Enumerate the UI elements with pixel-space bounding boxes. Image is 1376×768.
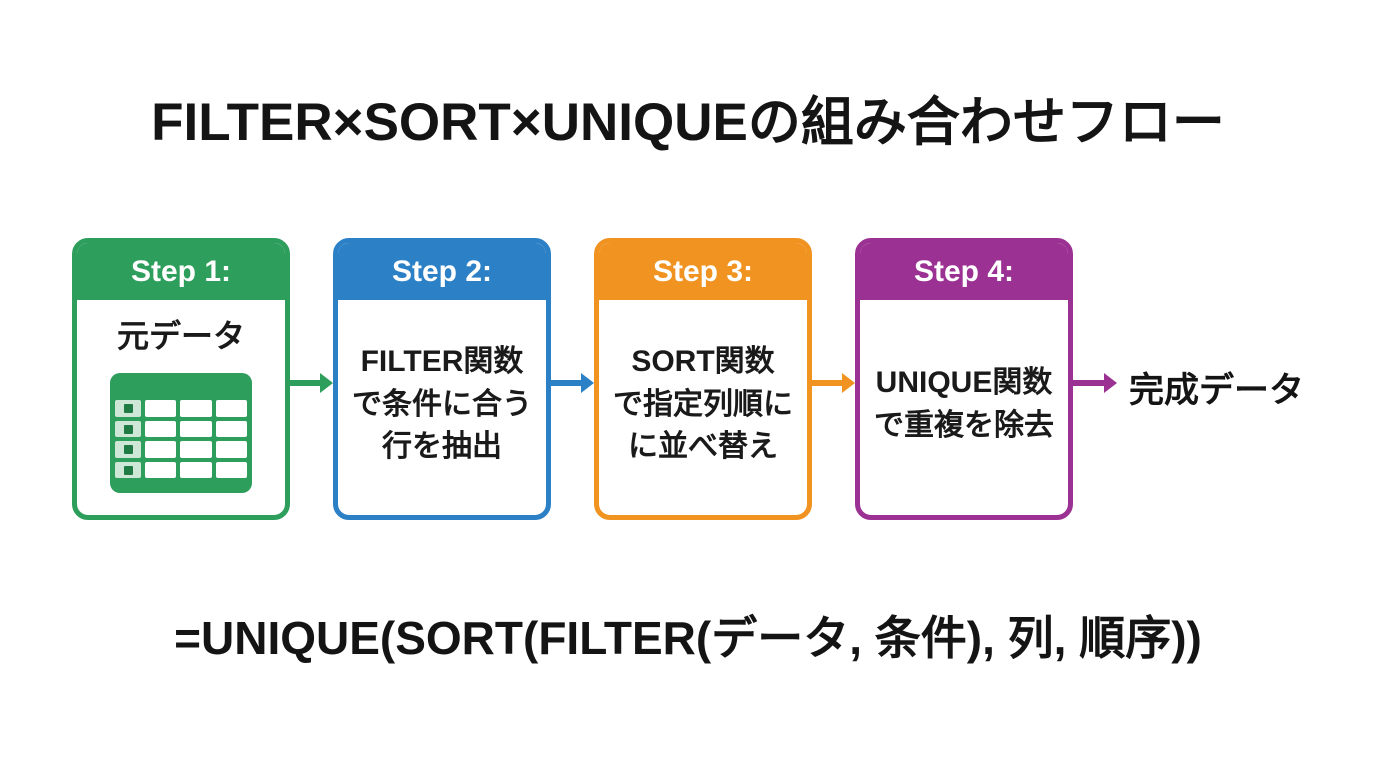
arrow-right-icon bbox=[1073, 373, 1117, 393]
flow-step-1: Step 1: 元データ bbox=[72, 238, 290, 520]
table-icon-cell bbox=[145, 441, 177, 458]
flow-step-4: Step 4: UNIQUE関数 で重複を除去 bbox=[855, 238, 1073, 520]
table-icon-cell bbox=[145, 461, 177, 479]
table-icon-cell bbox=[180, 441, 212, 458]
step-3-line: に並べ替え bbox=[628, 430, 778, 464]
arrow-head bbox=[320, 373, 333, 393]
formula-text: =UNIQUE(SORT(FILTER(データ, 条件), 列, 順序)) bbox=[174, 612, 1202, 664]
step-1-header: Step 1: bbox=[77, 243, 285, 300]
step-2-line: FILTER関数 bbox=[360, 345, 524, 379]
table-icon-cell bbox=[145, 400, 177, 417]
flow-step-3: Step 3: SORT関数 で指定列順に に並べ替え bbox=[594, 238, 812, 520]
table-icon-cell bbox=[215, 461, 247, 479]
table-icon-row-header bbox=[115, 461, 141, 479]
arrow-head bbox=[1104, 373, 1117, 393]
table-icon-cell bbox=[180, 461, 212, 479]
table-icon-cell bbox=[180, 420, 212, 438]
table-icon-cell bbox=[215, 400, 247, 417]
flow-arrow-4 bbox=[1073, 238, 1117, 520]
table-icon-cell bbox=[180, 400, 212, 417]
step-2-line: で条件に合う bbox=[352, 387, 532, 421]
result-label: 完成データ bbox=[1129, 370, 1305, 410]
flow-arrow-1 bbox=[290, 238, 333, 520]
step-4-body: UNIQUE関数 で重複を除去 bbox=[860, 300, 1068, 510]
table-icon-cell bbox=[145, 420, 177, 438]
table-icon-marker bbox=[123, 445, 133, 455]
table-icon-marker bbox=[123, 465, 133, 475]
step-2-body: FILTER関数 で条件に合う 行を抽出 bbox=[338, 300, 546, 510]
step-3-header: Step 3: bbox=[599, 243, 807, 300]
table-icon-marker bbox=[123, 404, 133, 414]
table-icon-row-header bbox=[115, 400, 141, 417]
arrow-line bbox=[812, 380, 843, 386]
step-3-line: SORT関数 bbox=[631, 345, 775, 379]
flow-row: Step 1: 元データ bbox=[72, 238, 1304, 528]
table-icon-cell bbox=[215, 420, 247, 438]
table-icon-row-header bbox=[115, 441, 141, 458]
table-icon-row-header bbox=[115, 420, 141, 438]
step-4-line: で重複を除去 bbox=[874, 409, 1054, 442]
arrow-line bbox=[1073, 380, 1105, 386]
table-icon-cell bbox=[215, 441, 247, 458]
arrow-line bbox=[551, 380, 582, 386]
table-icon-grid bbox=[115, 400, 247, 479]
flow-arrow-3 bbox=[812, 238, 855, 520]
step-1-body: 元データ bbox=[77, 300, 285, 510]
table-icon bbox=[110, 373, 252, 494]
arrow-right-icon bbox=[551, 373, 594, 393]
page-title: FILTER×SORT×UNIQUEの組み合わせフロー bbox=[151, 93, 1225, 152]
flow-arrow-2 bbox=[551, 238, 594, 520]
arrow-right-icon bbox=[290, 373, 333, 393]
step-4-line: UNIQUE関数 bbox=[875, 366, 1053, 400]
step-3-body: SORT関数 で指定列順に に並べ替え bbox=[599, 300, 807, 510]
arrow-head bbox=[842, 373, 855, 393]
arrow-right-icon bbox=[812, 373, 855, 393]
step-4-header: Step 4: bbox=[860, 243, 1068, 300]
arrow-line bbox=[290, 380, 321, 386]
table-icon-marker bbox=[123, 424, 133, 434]
step-3-line: で指定列順に bbox=[613, 387, 793, 421]
step-2-line: 行を抽出 bbox=[382, 430, 502, 464]
step-1-heading: 元データ bbox=[116, 318, 245, 354]
arrow-head bbox=[581, 373, 594, 393]
step-2-header: Step 2: bbox=[338, 243, 546, 300]
flow-step-2: Step 2: FILTER関数 で条件に合う 行を抽出 bbox=[333, 238, 551, 520]
